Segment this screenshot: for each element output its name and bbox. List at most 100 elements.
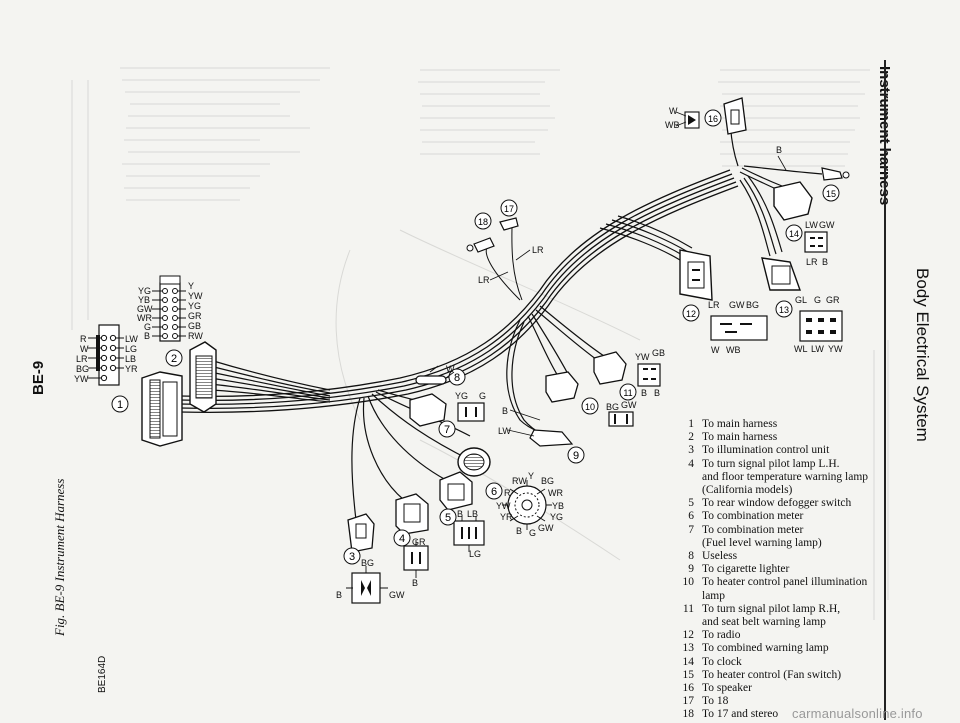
legend-num: 12 [682,629,695,642]
legend-text: To 18 [702,695,729,708]
connector-7 [409,393,447,427]
svg-text:YW: YW [74,374,89,384]
svg-text:YR: YR [500,512,513,522]
svg-text:5: 5 [445,512,451,524]
legend-text: To combined warning lamp [702,642,829,655]
connector-10-face [608,411,634,427]
svg-text:G: G [529,528,536,538]
legend-text: To cigarette lighter [702,563,790,576]
callout-9: 9 [567,446,585,464]
svg-text:14: 14 [789,229,799,239]
svg-text:15: 15 [826,189,836,199]
svg-text:LR: LR [708,300,720,310]
svg-text:LG: LG [125,344,137,354]
svg-text:LB: LB [125,354,136,364]
svg-text:LR: LR [478,275,490,285]
svg-text:YW: YW [496,501,511,511]
svg-text:2: 2 [171,353,177,365]
svg-text:WB: WB [726,345,741,355]
legend-num: 4 [688,457,694,470]
connector-12 [679,249,713,301]
callout-4: 4 [393,529,411,547]
svg-text:YW: YW [828,344,843,354]
svg-text:LB: LB [467,509,478,519]
svg-text:B: B [822,257,828,267]
connector-8 [415,365,447,385]
svg-text:W: W [669,106,678,116]
svg-text:GR: GR [412,537,426,547]
legend-text: To clock [702,655,742,668]
svg-text:R: R [504,488,511,498]
connector-2-face [152,275,186,342]
svg-text:YG: YG [138,286,151,296]
callout-7: 7 [438,420,456,438]
svg-text:GR: GR [826,295,840,305]
svg-text:BG: BG [76,364,89,374]
svg-text:B: B [776,145,782,155]
svg-text:WR: WR [137,313,152,323]
connector-10 [545,371,579,403]
svg-text:B: B [502,406,508,416]
svg-text:W: W [446,364,455,374]
svg-text:YW: YW [635,352,650,362]
svg-text:B: B [457,509,463,519]
leader-lines [445,111,787,437]
svg-text:R: R [80,334,87,344]
connector-11-face [637,363,661,387]
callout-18: 18 [474,212,492,230]
legend-num: 11 [682,602,694,615]
legend-item: 17 To 18 [676,695,916,708]
svg-text:GW: GW [389,590,405,600]
svg-text:GB: GB [188,321,201,331]
legend-num: 17 [682,695,695,708]
connector-4 [395,493,429,535]
svg-text:W: W [80,344,89,354]
svg-text:LW: LW [498,426,511,436]
connector-4-face [403,540,429,578]
svg-text:G: G [479,391,486,401]
connector-12-face [710,315,768,341]
watermark: carmanualsonline.info [792,706,923,721]
svg-text:4: 4 [399,533,405,545]
connector-6-face [502,480,552,530]
callout-14: 14 [785,224,803,242]
callout-13: 13 [775,300,793,318]
connector-5 [439,471,473,511]
svg-text:GR: GR [188,311,202,321]
legend-num: 5 [688,497,694,510]
legend-text: To main harness [702,431,778,444]
svg-text:BG: BG [541,476,554,486]
legend-num: 1 [688,418,694,430]
legend-num: 18 [682,708,695,721]
svg-text:BG: BG [361,558,374,568]
svg-text:B: B [654,388,660,398]
wire-labels: R W LR BG YW LW LG LB YR YG YB GW WR G B… [74,106,843,600]
connector-9 [529,429,574,447]
connector-16 [723,97,747,135]
legend-num: 9 [688,563,694,576]
legend-num: 3 [688,444,694,457]
svg-text:GW: GW [621,400,637,410]
svg-text:GL: GL [795,295,807,305]
branch-c17-c18 [485,224,523,301]
callout-5: 5 [439,508,457,526]
connector-15 [821,167,850,181]
svg-text:BG: BG [746,300,759,310]
callout-2: 2 [165,349,183,367]
connector-16-face [684,111,700,129]
svg-text:BG: BG [606,402,619,412]
connector-2 [189,341,217,413]
svg-text:B: B [641,388,647,398]
svg-text:18: 18 [478,217,488,227]
